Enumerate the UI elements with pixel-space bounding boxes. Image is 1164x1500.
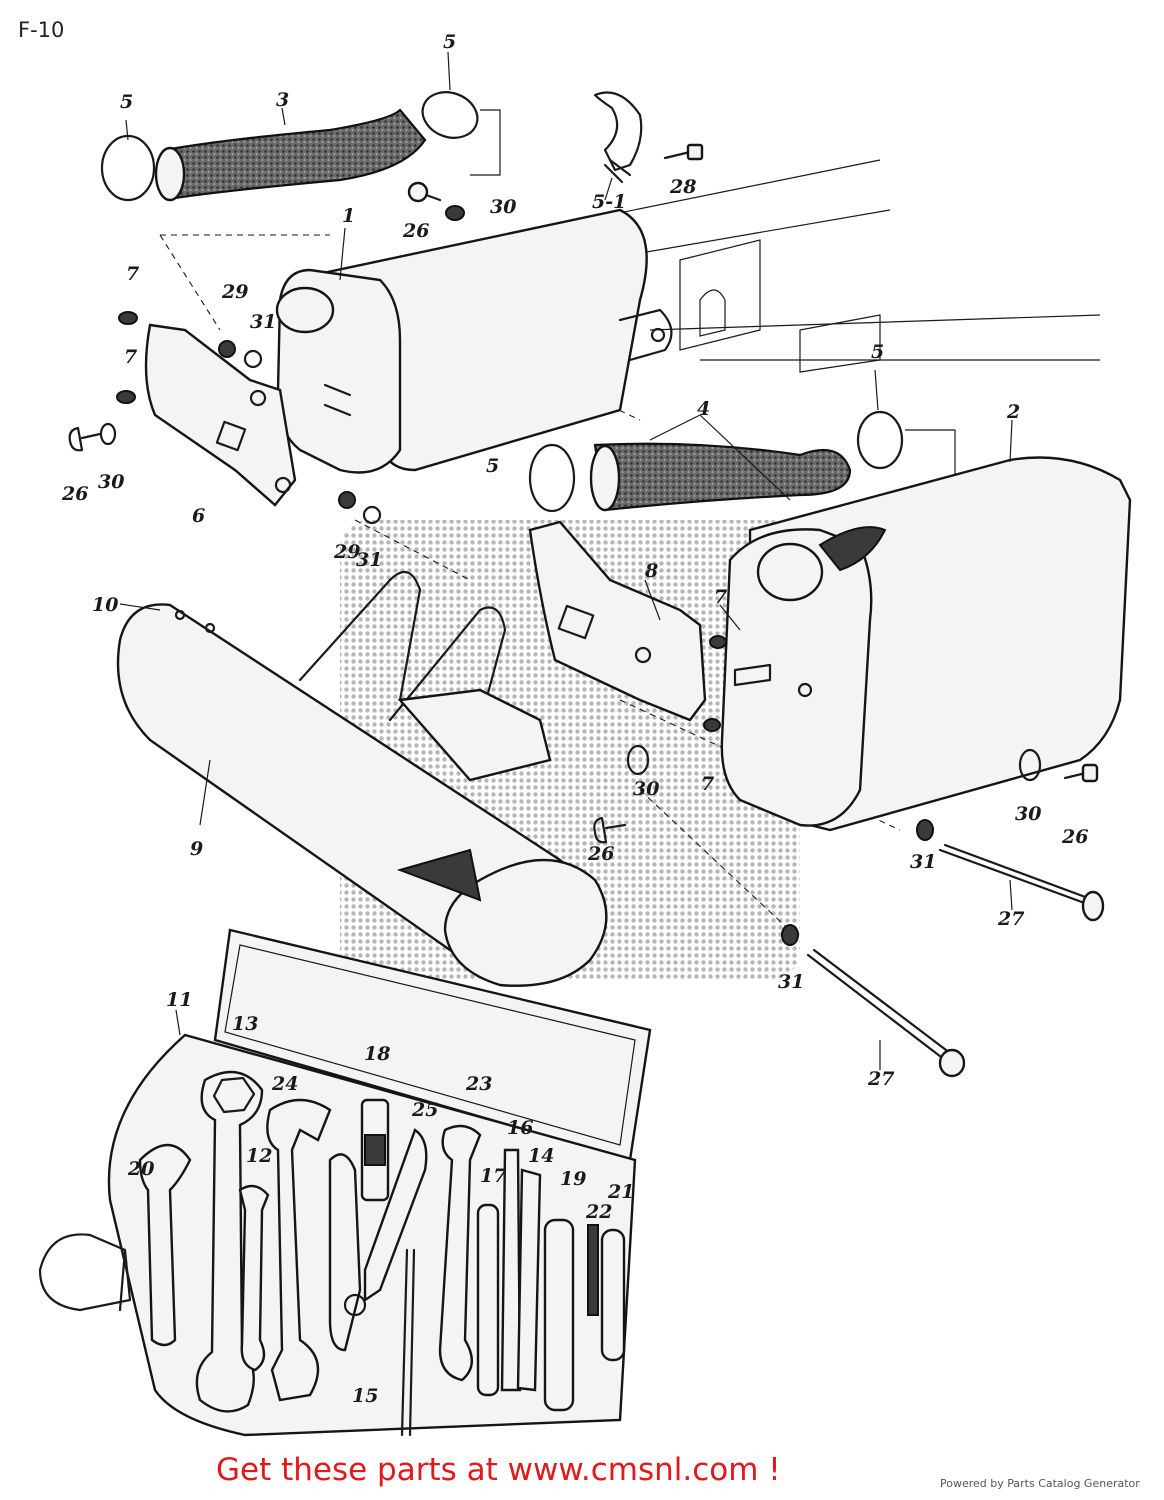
callout: 28 xyxy=(669,176,696,198)
page-title: F-10 xyxy=(18,18,65,42)
pliers-25 xyxy=(328,1128,428,1352)
wrench-12 xyxy=(238,1184,270,1372)
hose-4 xyxy=(528,410,956,513)
callout: 9 xyxy=(190,838,203,860)
spark-plug-wrench-18 xyxy=(360,1098,390,1202)
leader-lines xyxy=(119,51,1013,1070)
nut-29-b xyxy=(338,491,356,509)
callout: 8 xyxy=(644,560,658,582)
callout: 16 xyxy=(507,1117,533,1139)
callout: 31 xyxy=(910,851,936,873)
wrench-24 xyxy=(266,1098,332,1402)
callout: 26 xyxy=(1061,826,1088,848)
callout: 3 xyxy=(276,89,289,111)
callout: 20 xyxy=(127,1158,154,1180)
callout: 29 xyxy=(333,541,360,563)
callout: 21 xyxy=(607,1181,634,1203)
bracket-6 xyxy=(144,323,297,507)
callout: 4 xyxy=(697,398,710,420)
callout: 31 xyxy=(356,549,382,571)
callout: 23 xyxy=(465,1073,492,1095)
ring-5-top xyxy=(421,91,479,139)
callout: 26 xyxy=(587,843,614,865)
nut-7-c xyxy=(709,635,727,649)
ring-5-mid xyxy=(528,443,576,513)
callout: 12 xyxy=(246,1145,272,1167)
nut-7-d xyxy=(703,718,721,732)
heat-shield-8 xyxy=(528,520,707,722)
callout: 26 xyxy=(402,220,429,242)
callout: 5 xyxy=(120,91,133,113)
cta-link[interactable]: Get these parts at www.cmsnl.com ! xyxy=(216,1452,781,1488)
callout: 14 xyxy=(528,1145,554,1167)
bolt-26-top xyxy=(407,181,465,221)
bolt-28 xyxy=(663,143,704,161)
callout: 31 xyxy=(778,971,804,993)
callout: 1 xyxy=(342,205,355,227)
screwdriver-14 xyxy=(516,1168,542,1392)
washer-31-bottom xyxy=(781,924,799,946)
callouts: 5 3 5 5-1 28 26 30 1 7 29 31 7 26 30 6 2… xyxy=(61,31,1088,1407)
wrench-20 xyxy=(138,1143,192,1347)
callout: 22 xyxy=(585,1201,612,1223)
callout: 6 xyxy=(192,505,205,527)
callout: 30 xyxy=(98,471,124,493)
callout: 5 xyxy=(871,341,884,363)
screwdriver-16 xyxy=(500,1148,522,1392)
callout: 31 xyxy=(250,311,276,333)
callout: 29 xyxy=(221,281,248,303)
muffler-2 xyxy=(720,456,1132,832)
callout: 2 xyxy=(1006,401,1020,423)
callout: 30 xyxy=(490,196,516,218)
stud-27-right xyxy=(938,843,1105,922)
washer-31-b xyxy=(362,505,382,525)
callout: 7 xyxy=(701,773,714,795)
ring-5-left xyxy=(100,134,156,202)
clamp-5-1 xyxy=(593,91,643,184)
stud-27-bottom xyxy=(806,948,966,1078)
callout: 26 xyxy=(61,483,88,505)
callout: 27 xyxy=(867,1068,894,1090)
washer-31-a xyxy=(243,349,263,369)
callout: 18 xyxy=(364,1043,390,1065)
nut-7-a xyxy=(118,311,138,325)
box-wrench-13 xyxy=(195,1070,264,1413)
callout: 7 xyxy=(124,346,137,368)
callout: 7 xyxy=(714,586,727,608)
washer-31-right xyxy=(916,819,934,841)
callout: 5 xyxy=(486,455,499,477)
callout: 19 xyxy=(560,1168,586,1190)
callout: 13 xyxy=(232,1013,258,1035)
punch-15 xyxy=(400,1248,416,1437)
callout: 15 xyxy=(352,1385,378,1407)
feeler-22 xyxy=(587,1224,599,1316)
callout: 10 xyxy=(92,594,118,616)
silencer-9 xyxy=(116,570,608,987)
hose-3 xyxy=(100,91,501,202)
nut-29-a xyxy=(218,340,236,358)
bolt-26-right xyxy=(1063,763,1099,783)
tool-21 xyxy=(600,1228,626,1362)
nut-7-b xyxy=(116,390,136,404)
callout: 5 xyxy=(443,31,456,53)
bolt-26-center xyxy=(593,744,650,844)
callout: 30 xyxy=(1015,803,1041,825)
washer-30-right xyxy=(1018,748,1042,782)
callout: 7 xyxy=(126,263,139,285)
callout: 27 xyxy=(997,908,1024,930)
ring-5-right xyxy=(856,410,904,470)
screwdriver-17 xyxy=(476,1203,500,1397)
wrench-23 xyxy=(438,1124,482,1382)
callout: 25 xyxy=(411,1099,438,1121)
callout: 17 xyxy=(480,1165,506,1187)
handle-19 xyxy=(543,1218,575,1412)
callout: 11 xyxy=(166,989,192,1011)
callout: 5-1 xyxy=(592,191,626,213)
bolt-26-left xyxy=(68,422,117,452)
callout: 24 xyxy=(271,1073,298,1095)
muffler-1 xyxy=(275,208,673,474)
powered-by-text: Powered by Parts Catalog Generator xyxy=(940,1477,1140,1490)
callout: 30 xyxy=(633,778,659,800)
